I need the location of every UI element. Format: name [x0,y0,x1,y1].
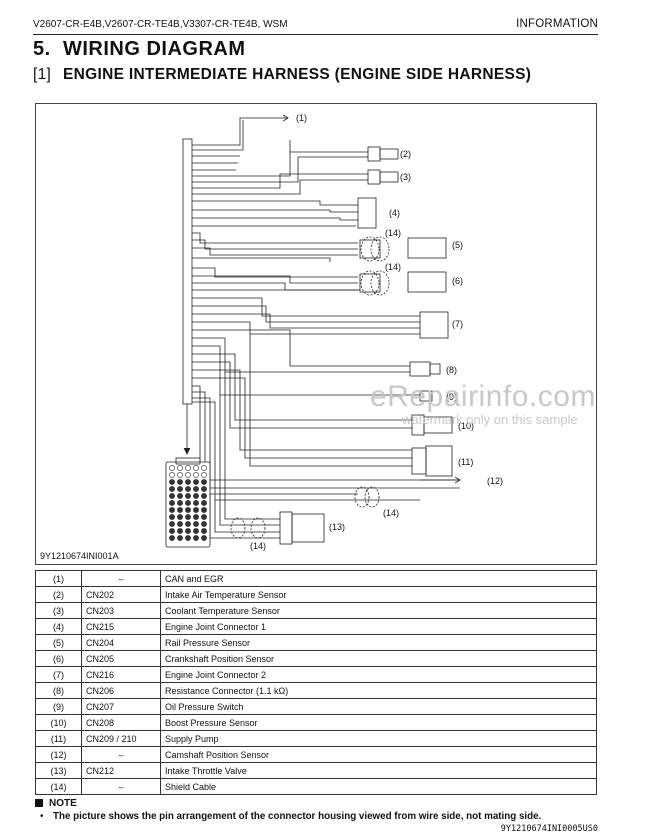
connector-code: CN212 [81,762,161,779]
connector-code: – [81,570,161,587]
part-name: Intake Throttle Valve [160,762,597,779]
part-number: (5) [35,634,82,651]
connector-code: CN204 [81,634,161,651]
part-number: (12) [35,746,82,763]
part-number: (7) [35,666,82,683]
part-name: Camshaft Position Sensor [160,746,597,763]
note-body: • The picture shows the pin arrangement o… [40,811,541,822]
connector-code: CN207 [81,698,161,715]
part-name: Shield Cable [160,778,597,795]
part-name: Supply Pump [160,730,597,747]
connector-code: CN209 / 210 [81,730,161,747]
part-name: Oil Pressure Switch [160,698,597,715]
part-name: Crankshaft Position Sensor [160,650,597,667]
part-number: (10) [35,714,82,731]
part-number: (8) [35,682,82,699]
subsection-title: [1] ENGINE INTERMEDIATE HARNESS (ENGINE S… [33,66,531,84]
part-number: (4) [35,618,82,635]
connector-code: CN202 [81,586,161,603]
note-heading-text: NOTE [49,798,77,809]
note-body-text: The picture shows the pin arrangement of… [53,811,542,822]
part-name: Intake Air Temperature Sensor [160,586,597,603]
subsection-number: [1] [33,66,52,83]
connector-code: CN203 [81,602,161,619]
part-name: Rail Pressure Sensor [160,634,597,651]
part-number: (11) [35,730,82,747]
table-row: (14)–Shield Cable [35,778,597,795]
watermark-line-1: eRepairinfo.com [370,380,596,413]
note-square-icon [35,799,43,807]
part-name: Engine Joint Connector 1 [160,618,597,635]
note-heading: NOTE [35,798,77,809]
connector-code: CN205 [81,650,161,667]
part-number: (14) [35,778,82,795]
table-row: (12)–Camshaft Position Sensor [35,746,597,763]
connector-code: CN216 [81,666,161,683]
part-number: (3) [35,602,82,619]
connector-code: CN208 [81,714,161,731]
part-name: Resistance Connector (1.1 kΩ) [160,682,597,699]
table-row: (1)–CAN and EGR [35,570,597,587]
connector-code: – [81,778,161,795]
section-title-text: WIRING DIAGRAM [63,38,246,60]
watermark-line-2: watermark only on this sample [402,412,578,427]
part-name: Coolant Temperature Sensor [160,602,597,619]
section-number: 5. [33,38,51,60]
section-title: 5. WIRING DIAGRAM [33,38,246,61]
part-number: (13) [35,762,82,779]
connector-code: CN206 [81,682,161,699]
connector-code: CN215 [81,618,161,635]
part-number: (9) [35,698,82,715]
header-section-label: INFORMATION [516,18,598,30]
bullet-icon: • [40,811,44,822]
part-number: (2) [35,586,82,603]
connector-code: – [81,746,161,763]
part-number: (6) [35,650,82,667]
part-name: Boost Pressure Sensor [160,714,597,731]
header-models: V2607-CR-E4B,V2607-CR-TE4B,V3307-CR-TE4B… [33,19,288,30]
part-name: CAN and EGR [160,570,597,587]
wiring-diagram-frame [35,103,597,565]
document-code: 9Y1210674INI0005US0 [500,824,598,834]
subsection-title-text: ENGINE INTERMEDIATE HARNESS (ENGINE SIDE… [63,66,532,83]
watermark: eRepairinfo.com watermark only on this s… [370,380,630,427]
figure-id: 9Y1210674INI001A [40,551,119,561]
part-name: Engine Joint Connector 2 [160,666,597,683]
header-rule [33,34,598,35]
part-number: (1) [35,570,82,587]
